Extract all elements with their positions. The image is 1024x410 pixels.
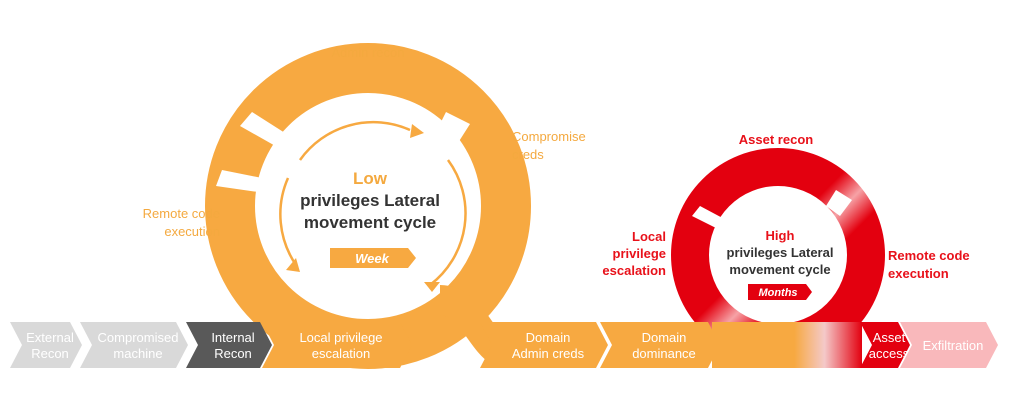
timeline-stage-label: Compromised [98, 330, 179, 345]
timeline-stage-label: Domain [526, 330, 571, 345]
high-cycle-label-remote-code-2: execution [888, 266, 949, 281]
high-cycle-duration: Months [758, 287, 797, 299]
timeline-stage-label: Domain [642, 330, 687, 345]
low-cycle-title-line-1: Low [353, 169, 388, 188]
timeline-stage-label: External [26, 330, 74, 345]
timeline-stage-shape [480, 322, 608, 368]
timeline-stage-shape [860, 322, 910, 368]
timeline-stage-8: Exfiltration [900, 322, 998, 368]
low-cycle-title-line-2: privileges Lateral [300, 191, 440, 210]
timeline-stage-label: machine [113, 346, 162, 361]
timeline-stage-shape [80, 322, 188, 368]
timeline-stage-label: Recon [214, 346, 252, 361]
timeline-stage-shape [600, 322, 720, 368]
high-cycle-duration-tag [748, 284, 812, 300]
timeline-stage-shape [900, 322, 998, 368]
low-cycle-label-remote-code-2: execution [164, 224, 220, 239]
high-privilege-cycle: High privileges Lateral movement cycle M… [602, 132, 970, 362]
timeline-stage-label: Admin creds [512, 346, 585, 361]
high-cycle-label-local-priv-1: Local [632, 229, 666, 244]
high-cycle-label-asset-recon: Asset recon [739, 132, 813, 147]
timeline-stage-label: Exfiltration [923, 338, 984, 353]
attack-stage-timeline: ExternalReconCompromisedmachineInternalR… [10, 322, 998, 368]
timeline-stage-label: Asset [873, 330, 906, 345]
timeline-stage-shape [262, 322, 412, 368]
low-cycle-duration-tag [330, 248, 416, 268]
low-cycle-label-compromise-creds-1: Compromise [512, 129, 586, 144]
low-privilege-cycle: Low privileges Lateral movement cycle We… [143, 43, 586, 369]
timeline-stage-shape [10, 322, 82, 368]
timeline-stage-label: Local privilege [299, 330, 382, 345]
timeline-stage-shape [186, 322, 272, 368]
low-cycle-label-compromise-creds-2: creds [512, 147, 544, 162]
low-cycle-label-admin-recon: Admin recon [332, 45, 405, 60]
timeline-stage-label: Recon [31, 346, 69, 361]
timeline-stage-label: access [869, 346, 910, 361]
low-cycle-label-remote-code-1: Remote code [143, 206, 220, 221]
high-cycle-label-local-priv-3: escalation [602, 263, 666, 278]
high-cycle-label-remote-code-1: Remote code [888, 248, 970, 263]
timeline-stage-label: escalation [312, 346, 371, 361]
timeline-stage-label: Internal [211, 330, 254, 345]
high-cycle-title-line-1: High [766, 228, 795, 243]
high-cycle-label-local-priv-2: privilege [613, 246, 666, 261]
timeline-stage-label: dominance [632, 346, 696, 361]
low-cycle-duration: Week [355, 251, 389, 266]
high-cycle-title-line-3: movement cycle [729, 262, 830, 277]
timeline-transition-band [712, 322, 862, 368]
high-cycle-title-line-2: privileges Lateral [727, 245, 834, 260]
low-cycle-title-line-3: movement cycle [304, 213, 436, 232]
